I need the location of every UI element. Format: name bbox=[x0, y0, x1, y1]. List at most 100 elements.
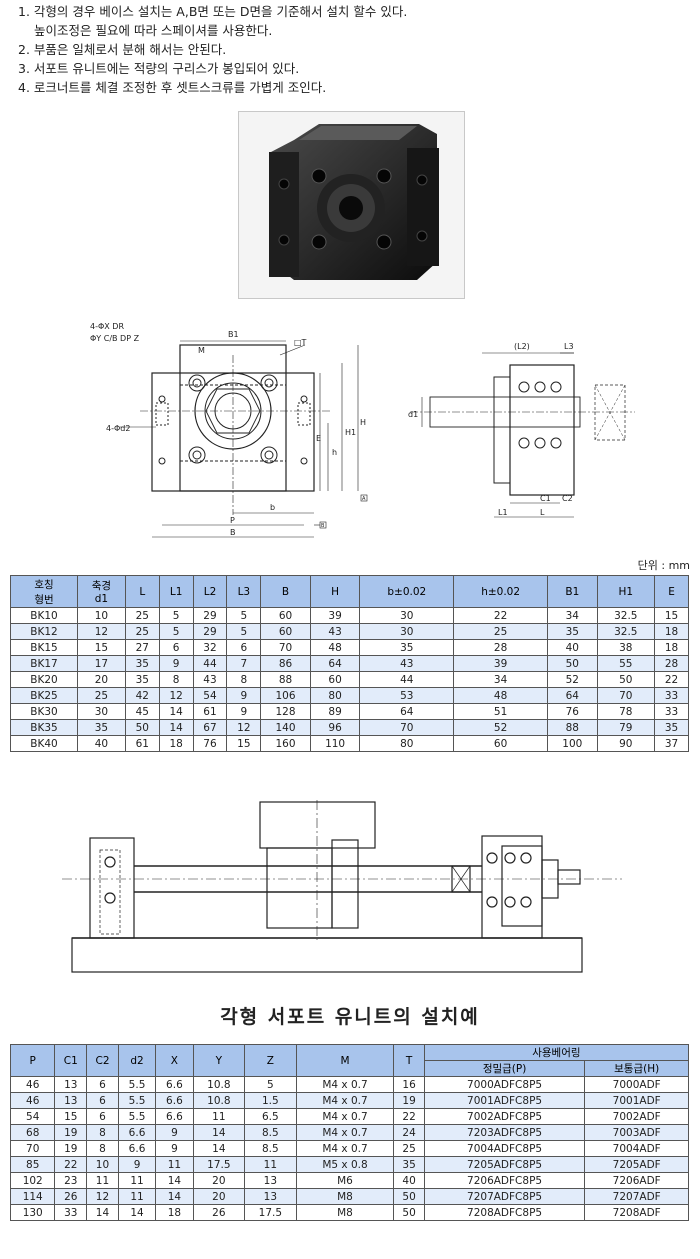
table-cell: 19 bbox=[54, 1140, 88, 1157]
table-cell: 80 bbox=[309, 687, 361, 704]
label-holes: 4-ΦX DR bbox=[90, 322, 124, 331]
table-cell: 6 bbox=[86, 1092, 119, 1109]
table-cell: 15 bbox=[654, 607, 689, 624]
table-cell: 11 bbox=[155, 1156, 194, 1173]
table-cell: 5 bbox=[244, 1076, 297, 1093]
table-cell: 52 bbox=[453, 719, 549, 736]
table-cell: 44 bbox=[192, 655, 228, 672]
notes-list: 1. 각형의 경우 베이스 설치는 A,B면 또는 D면을 기준해서 설치 할수… bbox=[18, 2, 407, 97]
table-cell: 25 bbox=[453, 623, 549, 640]
table-cell: 27 bbox=[124, 639, 160, 656]
table-cell: 5.5 bbox=[117, 1108, 157, 1125]
table-cell: 50 bbox=[547, 655, 598, 672]
table-cell: 10.8 bbox=[192, 1076, 246, 1093]
label-T: □T bbox=[294, 338, 307, 347]
table-cell: 60 bbox=[260, 623, 311, 640]
note-1-continued: 높이조정은 필요에 따라 스페이셔를 사용한다. bbox=[34, 23, 273, 38]
table-cell: 8 bbox=[86, 1140, 119, 1157]
table-cell: 5 bbox=[158, 623, 194, 640]
label-L2: (L2) bbox=[514, 342, 530, 351]
table-cell: 7 bbox=[226, 655, 262, 672]
table-cell: M8 bbox=[295, 1204, 395, 1221]
table-cell: 8 bbox=[226, 671, 262, 688]
table-cell: 7206ADFC8P5 bbox=[423, 1172, 586, 1189]
table-cell: 9 bbox=[226, 687, 262, 704]
table-cell: 25 bbox=[124, 623, 160, 640]
table-cell: 25 bbox=[77, 687, 126, 704]
table-cell: 5.5 bbox=[117, 1092, 157, 1109]
table-cell: 7207ADF bbox=[584, 1188, 689, 1205]
table-cell: 8.5 bbox=[244, 1140, 297, 1157]
table-cell: 86 bbox=[260, 655, 311, 672]
table-cell: 26 bbox=[192, 1204, 246, 1221]
table-cell: 55 bbox=[596, 655, 656, 672]
table-cell: 29 bbox=[192, 607, 228, 624]
table-cell: 22 bbox=[393, 1108, 425, 1125]
header-cell: H1 bbox=[596, 575, 656, 608]
table-cell: 46 bbox=[9, 1092, 56, 1109]
table-cell: 19 bbox=[393, 1092, 425, 1109]
table-cell: BK10 bbox=[10, 607, 78, 624]
table-cell: 100 bbox=[547, 735, 598, 752]
table-cell: 80 bbox=[359, 735, 455, 752]
product-photo bbox=[238, 111, 465, 299]
installation-caption: 각형 서포트 유니트의 설치예 bbox=[220, 1006, 480, 1028]
table-cell: 12 bbox=[226, 719, 262, 736]
table-cell: 14 bbox=[158, 719, 194, 736]
table-cell: 30 bbox=[359, 607, 455, 624]
table-cell: 40 bbox=[77, 735, 126, 752]
table-cell: BK35 bbox=[10, 719, 78, 736]
table-cell: 9 bbox=[117, 1156, 157, 1173]
table-cell: 22 bbox=[654, 671, 689, 688]
table-cell: 64 bbox=[359, 703, 455, 720]
label-b: b bbox=[270, 503, 275, 512]
label-d1: d1 bbox=[408, 410, 418, 419]
table-cell: 15 bbox=[77, 639, 126, 656]
table-cell: 140 bbox=[260, 719, 311, 736]
table-cell: 18 bbox=[654, 639, 689, 656]
table-cell: 22 bbox=[453, 607, 549, 624]
label-M: M bbox=[198, 346, 205, 355]
table-cell: 106 bbox=[260, 687, 311, 704]
table-cell: 76 bbox=[192, 735, 228, 752]
table-cell: 43 bbox=[192, 671, 228, 688]
table-cell: 9 bbox=[158, 655, 194, 672]
header-cell: E bbox=[654, 575, 689, 608]
table-cell: 130 bbox=[9, 1204, 56, 1221]
header-cell-bearing-grade: 보통급(H) bbox=[584, 1060, 689, 1077]
installation-example-drawing bbox=[62, 800, 622, 973]
table-cell: 61 bbox=[192, 703, 228, 720]
table-cell: 7000ADF bbox=[584, 1076, 689, 1093]
table-cell: M4 x 0.7 bbox=[295, 1108, 395, 1125]
table-cell: 114 bbox=[9, 1188, 56, 1205]
header-cell: P bbox=[9, 1044, 56, 1077]
table-cell: 14 bbox=[155, 1188, 194, 1205]
label-H: H bbox=[360, 418, 366, 427]
table-cell: 43 bbox=[309, 623, 361, 640]
table-cell: 20 bbox=[192, 1188, 246, 1205]
table-cell: M8 bbox=[295, 1188, 395, 1205]
table-cell: 54 bbox=[192, 687, 228, 704]
table-cell: 61 bbox=[124, 735, 160, 752]
table-cell: 40 bbox=[393, 1172, 425, 1189]
table-cell: 37 bbox=[654, 735, 689, 752]
header-cell: b±0.02 bbox=[359, 575, 455, 608]
table-cell: 7004ADFC8P5 bbox=[423, 1140, 586, 1157]
table-cell: 35 bbox=[393, 1156, 425, 1173]
table-cell: 7203ADFC8P5 bbox=[423, 1124, 586, 1141]
table-cell: 28 bbox=[654, 655, 689, 672]
table-cell: 1.5 bbox=[244, 1092, 297, 1109]
table-cell: 6.6 bbox=[117, 1140, 157, 1157]
header-cell-bearing-group: 사용베어링 bbox=[423, 1044, 690, 1061]
table-cell: 12 bbox=[77, 623, 126, 640]
table-cell: 48 bbox=[309, 639, 361, 656]
table-cell: 67 bbox=[192, 719, 228, 736]
table-cell: 6.6 bbox=[117, 1124, 157, 1141]
